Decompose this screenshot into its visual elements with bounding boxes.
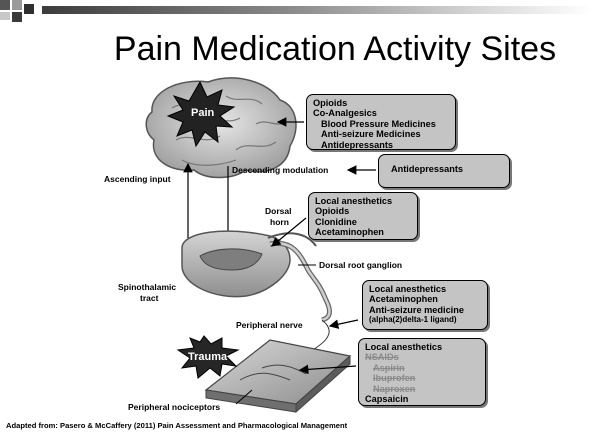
dorsal-horn-medications-box: Local anesthetics Opioids Clonidine Acet…: [308, 192, 418, 240]
med-opioids-dorsal: Opioids: [315, 206, 411, 216]
descending-medications-box: Antidepressants: [378, 154, 510, 188]
med-clonidine: Clonidine: [315, 217, 411, 227]
med-local-anesthetics-nerve: Local anesthetics: [369, 284, 481, 294]
dorsal-horn-label-2: horn: [270, 217, 289, 227]
med-local-anesthetics-periph: Local anesthetics: [365, 342, 479, 352]
med-blood-pressure: Blood Pressure Medicines: [313, 119, 449, 129]
med-opioids: Opioids: [313, 98, 449, 108]
ascending-input-label: Ascending input: [104, 174, 171, 184]
trauma-label: Trauma: [188, 351, 227, 363]
spinal-cord-illustration: [182, 231, 316, 297]
peripheral-nerve-label: Peripheral nerve: [236, 320, 303, 330]
med-acetaminophen-nerve: Acetaminophen: [369, 294, 481, 304]
med-capsaicin: Capsaicin: [365, 394, 479, 404]
med-acetaminophen: Acetaminophen: [315, 227, 411, 237]
descending-modulation-label: Descending modulation: [232, 165, 328, 175]
dorsal-root-ganglion-label: Dorsal root ganglion: [319, 260, 402, 270]
citation-footer: Adapted from: Pasero & McCaffery (2011) …: [6, 421, 347, 430]
pain-label: Pain: [191, 107, 214, 119]
med-antidepressants: Antidepressants: [313, 140, 449, 150]
med-anti-seizure-nerve: Anti-seizure medicine: [369, 305, 481, 315]
med-naproxen: Naproxen: [365, 384, 479, 394]
peripheral-nerve-medications-box: Local anesthetics Acetaminophen Anti-sei…: [362, 280, 488, 330]
med-local-anesthetics: Local anesthetics: [315, 196, 411, 206]
med-nsaids: NSAIDs: [365, 352, 479, 362]
peripheral-medications-box: Local anesthetics NSAIDs Aspirin Ibuprof…: [358, 338, 486, 406]
spinothalamic-label-2: tract: [140, 293, 158, 303]
spinothalamic-label-1: Spinothalamic: [118, 282, 176, 292]
brain-medications-box: Opioids Co-Analgesics Blood Pressure Med…: [306, 94, 456, 150]
med-aspirin: Aspirin: [365, 363, 479, 373]
dorsal-horn-label-1: Dorsal: [265, 206, 291, 216]
med-antidepressants-descending: Antidepressants: [385, 164, 503, 174]
med-anti-seizure: Anti-seizure Medicines: [313, 129, 449, 139]
nerve-box-connector: [330, 320, 358, 326]
med-co-analgesics: Co-Analgesics: [313, 108, 449, 118]
med-ligand-note: (alpha(2)delta-1 ligand): [369, 315, 481, 325]
peripheral-nociceptors-label: Peripheral nociceptors: [128, 402, 220, 412]
med-ibuprofen: Ibuprofen: [365, 373, 479, 383]
